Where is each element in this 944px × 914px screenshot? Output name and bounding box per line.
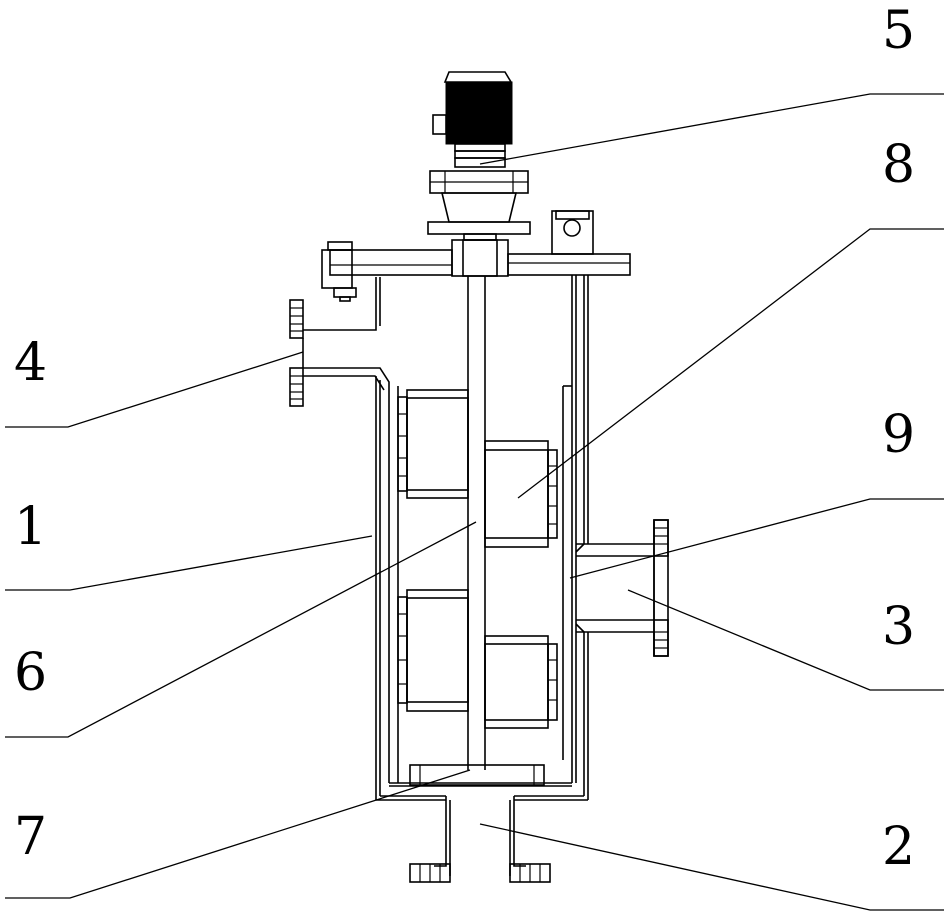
label-5: 5 xyxy=(882,1,915,61)
leader-3 xyxy=(627,589,944,691)
inlet-nozzle xyxy=(289,299,304,407)
leader-6 xyxy=(5,521,477,738)
cover-plate-right xyxy=(507,253,631,276)
leader-8 xyxy=(517,228,944,499)
scraper-blocks xyxy=(397,389,558,729)
label-9: 9 xyxy=(882,405,915,465)
hinge-bracket-left xyxy=(321,249,353,289)
motor-body xyxy=(445,81,513,145)
lifting-lug xyxy=(551,210,594,255)
outer-housing xyxy=(303,275,589,801)
top-cover xyxy=(321,210,631,302)
label-2: 2 xyxy=(882,817,915,877)
drain-nozzle xyxy=(409,796,551,883)
leader-4 xyxy=(5,351,304,428)
label-8: 8 xyxy=(882,135,915,195)
shaft-coupling xyxy=(451,239,509,277)
main-shaft xyxy=(467,276,486,770)
leader-5 xyxy=(479,93,944,165)
motor-terminal-box xyxy=(432,114,447,135)
cover-plate-left xyxy=(329,249,453,276)
label-4: 4 xyxy=(14,333,47,393)
part-labels: 5 8 4 9 1 3 6 7 2 xyxy=(14,1,915,877)
outlet-nozzle xyxy=(575,519,669,657)
motor-top-cap xyxy=(443,71,513,83)
bottom-bearing xyxy=(409,764,545,786)
reducer-housing xyxy=(440,192,518,223)
leader-7 xyxy=(5,769,471,899)
leader-2 xyxy=(479,823,944,911)
label-7: 7 xyxy=(14,807,47,867)
leader-lines xyxy=(5,93,944,911)
leader-1 xyxy=(5,535,373,591)
motor-assembly xyxy=(427,71,531,241)
leader-9 xyxy=(569,498,944,579)
label-6: 6 xyxy=(14,643,47,703)
motor-base-plate xyxy=(427,221,531,235)
label-1: 1 xyxy=(14,497,47,557)
label-3: 3 xyxy=(882,597,915,657)
